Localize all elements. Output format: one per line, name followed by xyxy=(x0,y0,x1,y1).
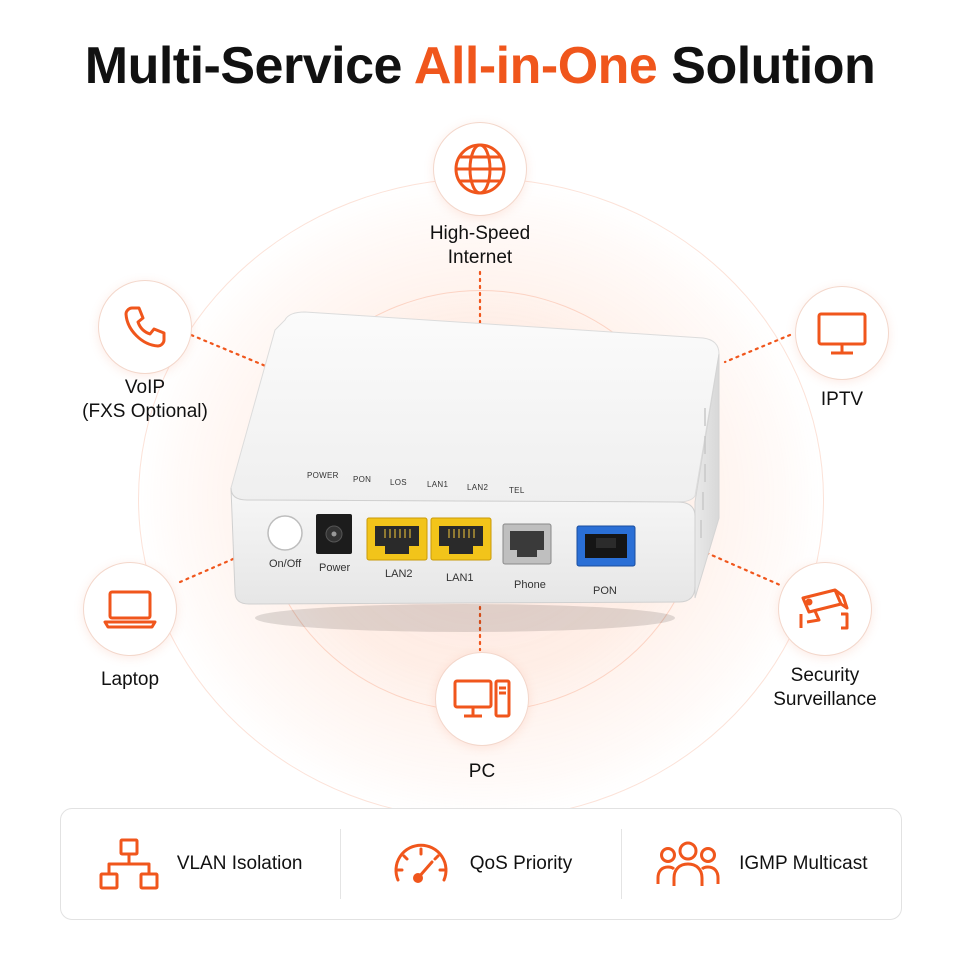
security-label-2: Surveillance xyxy=(773,689,877,710)
led-label-lan2: LAN2 xyxy=(467,483,489,492)
led-label-los: LOS xyxy=(390,478,407,487)
service-internet: High-Speed Internet xyxy=(380,122,580,270)
feature-qos: QoS Priority xyxy=(340,829,620,899)
title-part1: Multi-Service xyxy=(84,37,414,95)
connector-voip xyxy=(170,325,270,369)
pc-icon-badge xyxy=(435,652,529,746)
internet-label-2: Internet xyxy=(447,247,513,268)
port-label-lan2: LAN2 xyxy=(385,568,413,580)
service-iptv: IPTV xyxy=(742,286,942,412)
voip-icon-badge xyxy=(98,280,192,374)
connector-security xyxy=(698,548,782,587)
globe-icon xyxy=(454,143,506,195)
service-laptop: Laptop xyxy=(30,562,230,692)
tv-icon xyxy=(817,312,867,355)
led-label-power: POWER xyxy=(307,471,339,480)
security-label-1: Security xyxy=(790,665,860,686)
led-label-lan1: LAN1 xyxy=(427,480,449,489)
cctv-camera-icon xyxy=(799,588,849,630)
voip-label-1: VoIP xyxy=(124,377,166,398)
onu-device: POWER PON LOS LAN1 LAN2 TEL On/Off Power… xyxy=(225,308,725,638)
led-label-tel: TEL xyxy=(509,486,525,495)
port-label-pon: PON xyxy=(593,585,617,597)
internet-icon-badge xyxy=(433,122,527,216)
feature-vlan: VLAN Isolation xyxy=(61,829,340,899)
service-voip: VoIP (FXS Optional) xyxy=(45,280,245,424)
feature-bar: VLAN Isolation QoS Priority IGMP Multica… xyxy=(60,808,902,920)
led-label-pon: PON xyxy=(353,475,372,484)
port-label-power: Power xyxy=(319,562,351,574)
feature-igmp: IGMP Multicast xyxy=(620,829,901,899)
laptop-icon xyxy=(103,590,157,629)
voip-label-2: (FXS Optional) xyxy=(82,401,208,422)
connector-iptv xyxy=(723,333,792,364)
iptv-label: IPTV xyxy=(820,389,864,410)
port-label-onoff: On/Off xyxy=(269,558,302,570)
desktop-pc-icon xyxy=(453,679,511,718)
speedometer-icon xyxy=(394,843,448,883)
service-security: Security Surveillance xyxy=(725,562,925,712)
port-label-lan1: LAN1 xyxy=(446,572,474,584)
phone-icon xyxy=(124,306,166,348)
laptop-icon-badge xyxy=(83,562,177,656)
port-label-phone: Phone xyxy=(514,579,546,591)
user-group-icon xyxy=(656,841,720,886)
page-title: Multi-Service All-in-One Solution xyxy=(0,36,960,96)
feature-qos-label: QoS Priority xyxy=(469,853,573,874)
feature-vlan-label: VLAN Isolation xyxy=(176,853,303,874)
service-pc: PC xyxy=(382,652,582,784)
device-body xyxy=(230,311,720,632)
laptop-label: Laptop xyxy=(100,669,160,690)
network-hierarchy-icon xyxy=(99,838,159,890)
iptv-icon-badge xyxy=(795,286,889,380)
pc-label: PC xyxy=(468,761,496,782)
title-part2: Solution xyxy=(657,37,876,95)
internet-label-1: High-Speed xyxy=(429,223,531,244)
security-icon-badge xyxy=(778,562,872,656)
feature-igmp-label: IGMP Multicast xyxy=(739,853,868,874)
title-accent: All-in-One xyxy=(413,37,658,95)
